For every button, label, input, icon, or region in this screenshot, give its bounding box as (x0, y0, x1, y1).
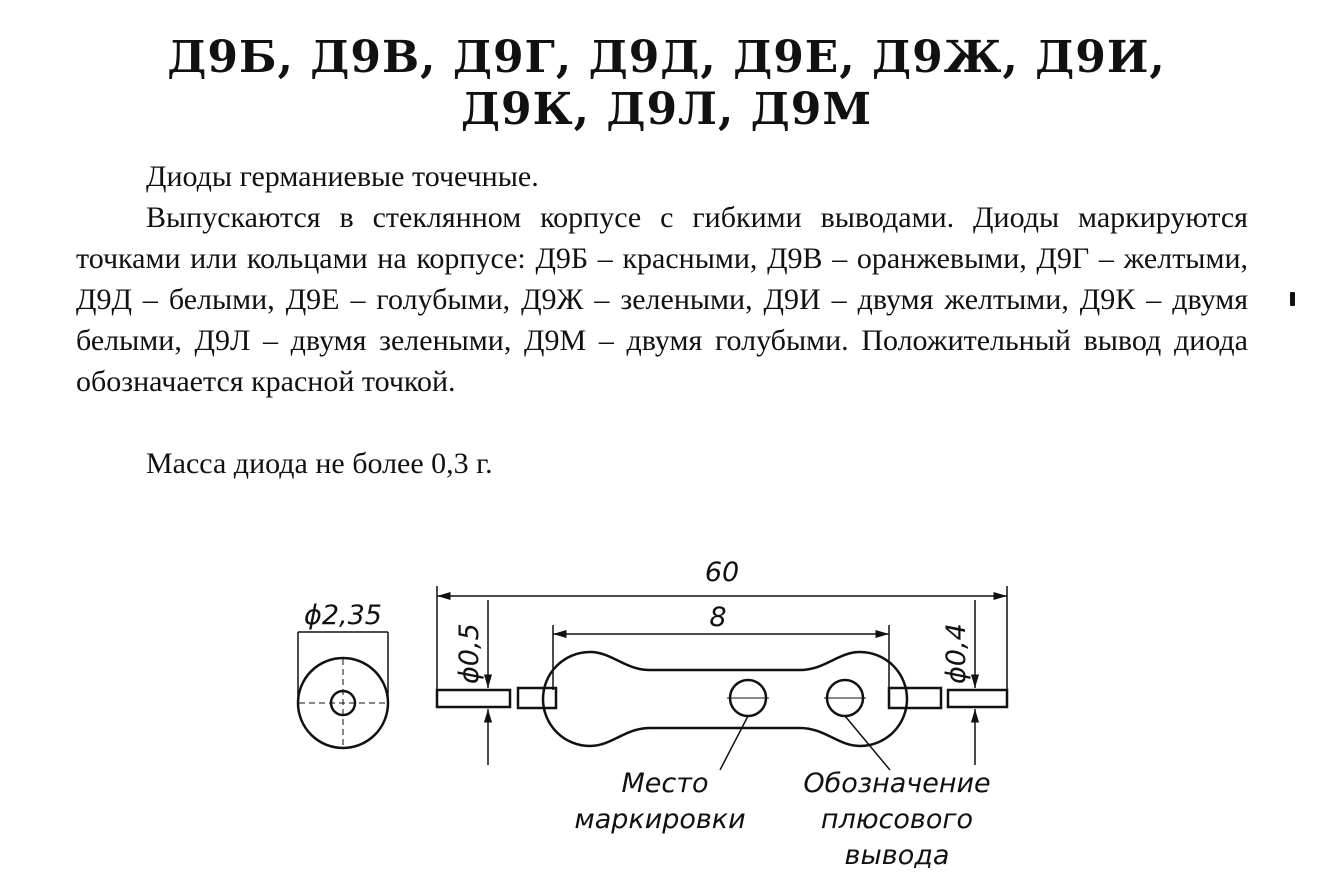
dim-total-length-label: 60 (705, 557, 739, 588)
type-paragraph: Диоды германиевые точечные. (146, 160, 539, 193)
right-lead-end (946, 688, 1009, 709)
left-lead-end (435, 688, 512, 709)
caption-plus-line-3: вывода (845, 840, 950, 871)
caption-plus-line-2: плюсового (821, 804, 973, 835)
mass-paragraph: Масса диода не более 0,3 г. (146, 447, 493, 480)
leader-plus (844, 715, 891, 771)
leader-marking (719, 715, 749, 771)
caption-marking-line-2: маркировки (574, 804, 745, 835)
description-paragraph: Выпускаются в стеклянном корпусе с гибки… (76, 201, 1248, 398)
dim-body-diameter-label: ϕ2,35 (304, 600, 382, 631)
dim-body-length-label: 8 (709, 602, 726, 633)
end-view (296, 631, 390, 750)
left-lead-stub (516, 686, 558, 710)
right-lead-stub (887, 686, 943, 710)
caption-plus-line-1: Обозначение (803, 768, 990, 799)
dim-lead-right-label: ϕ0,4 (941, 623, 972, 684)
page-title-line-1: Д9Б, Д9В, Д9Г, Д9Д, Д9Е, Д9Ж, Д9И, (167, 32, 1166, 83)
print-speck (1290, 292, 1295, 306)
dim-lead-left-label: ϕ0,5 (454, 623, 485, 684)
page-title-line-2: Д9К, Д9Л, Д9М (460, 84, 873, 135)
diode-body (541, 650, 909, 748)
caption-marking-line-1: Место (622, 768, 709, 799)
end-view-outer-circle (296, 656, 390, 750)
